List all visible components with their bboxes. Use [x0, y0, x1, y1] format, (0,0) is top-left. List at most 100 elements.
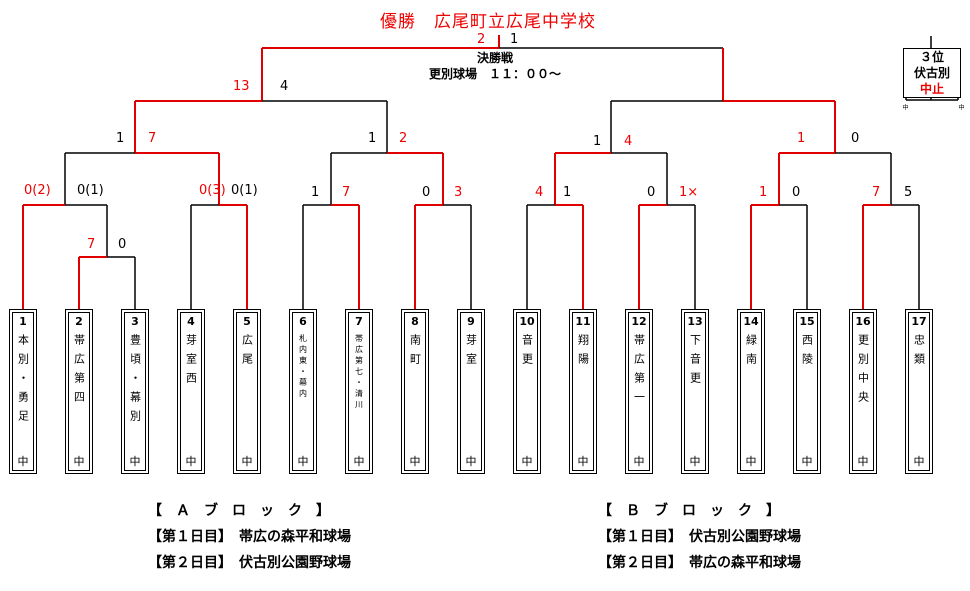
- score-label: 7: [342, 185, 351, 200]
- score-label: 4: [624, 134, 633, 149]
- team-name: 更別中央: [856, 334, 870, 410]
- team-box-7: 7 帯広第七・清川中: [345, 309, 373, 474]
- score-label: 0(1): [77, 183, 104, 198]
- team-number: 14: [743, 315, 759, 328]
- team-number: 12: [631, 315, 647, 328]
- team-name: 西陵: [800, 334, 814, 372]
- score-label: 7: [87, 237, 96, 252]
- third-place-left-label: 中: [901, 104, 908, 110]
- team-box-inner: 17 忠類中: [908, 312, 930, 471]
- team-box-inner: 7 帯広第七・清川中: [348, 312, 370, 471]
- score-label: 0: [647, 185, 656, 200]
- third-place-right-label: 中: [957, 104, 964, 110]
- score-label: 1: [116, 131, 125, 146]
- team-name: 忠類: [912, 334, 926, 372]
- score-label: 7: [148, 131, 157, 146]
- block-a-day1: 【第１日目】 帯広の森平和球場: [148, 529, 351, 545]
- team-number: 7: [355, 315, 363, 328]
- score-label: 1: [797, 131, 806, 146]
- block-b-day1: 【第１日目】 伏古別公園野球場: [598, 529, 801, 545]
- score-label: 1: [311, 185, 320, 200]
- team-number: 11: [575, 315, 591, 328]
- team-suffix: 中: [297, 455, 309, 468]
- team-box-inner: 5 広尾中: [236, 312, 258, 471]
- score-label: 1×: [679, 185, 699, 200]
- score-label: 13: [233, 79, 250, 94]
- team-box-5: 5 広尾中: [233, 309, 261, 474]
- team-box-inner: 11 翔陽中: [572, 312, 594, 471]
- score-label: 2: [399, 131, 408, 146]
- score-label: 0(3): [199, 183, 226, 198]
- team-number: 1: [19, 315, 27, 328]
- team-suffix: 中: [913, 455, 925, 468]
- team-box-inner: 1 本別・勇足中: [12, 312, 34, 471]
- score-label: 1: [510, 32, 519, 47]
- team-box-inner: 12 帯広第一中: [628, 312, 650, 471]
- team-number: 13: [687, 315, 703, 328]
- team-name: 豊頃・幕別: [128, 334, 142, 429]
- team-box-17: 17 忠類中: [905, 309, 933, 474]
- block-a-heading: 【 Ａ ブ ロ ッ ク 】: [148, 503, 330, 519]
- team-suffix: 中: [409, 455, 421, 468]
- team-number: 15: [799, 315, 815, 328]
- team-name: 広尾: [240, 334, 254, 372]
- team-name: 本別・勇足: [16, 334, 30, 429]
- final-label: 決勝戦: [476, 51, 513, 65]
- team-name: 帯広第七・清川: [354, 334, 364, 411]
- team-suffix: 中: [353, 455, 365, 468]
- team-name: 緑南: [744, 334, 758, 372]
- team-suffix: 中: [241, 455, 253, 468]
- team-name: 翔陽: [576, 334, 590, 372]
- team-name: 帯広第一: [632, 334, 646, 410]
- third-place-line2: 伏古別: [913, 66, 950, 80]
- score-label: 0: [851, 131, 860, 146]
- team-suffix: 中: [17, 455, 29, 468]
- team-box-12: 12 帯広第一中: [625, 309, 653, 474]
- team-box-inner: 15 西陵中: [796, 312, 818, 471]
- team-name: 札内東・幕内: [298, 334, 308, 400]
- score-label: 0(2): [24, 183, 51, 198]
- team-number: 5: [243, 315, 251, 328]
- team-suffix: 中: [745, 455, 757, 468]
- team-suffix: 中: [633, 455, 645, 468]
- score-label: 1: [759, 185, 768, 200]
- team-number: 10: [519, 315, 535, 328]
- team-name: 音更: [520, 334, 534, 372]
- team-suffix: 中: [73, 455, 85, 468]
- team-suffix: 中: [857, 455, 869, 468]
- score-label: 1: [593, 134, 602, 149]
- team-name: 芽室西: [184, 334, 198, 391]
- team-box-11: 11 翔陽中: [569, 309, 597, 474]
- block-a: 【 Ａ ブ ロ ッ ク 】 【第１日目】 帯広の森平和球場 【第２日目】 伏古別…: [148, 498, 351, 576]
- score-label: 0: [792, 185, 801, 200]
- team-suffix: 中: [801, 455, 813, 468]
- team-box-1: 1 本別・勇足中: [9, 309, 37, 474]
- team-number: 3: [131, 315, 139, 328]
- score-label: 1: [368, 131, 377, 146]
- champion-title: 優勝 広尾町立広尾中学校: [380, 12, 596, 32]
- team-number: 8: [411, 315, 419, 328]
- score-label: 2: [477, 32, 486, 47]
- block-b-heading: 【 Ｂ ブ ロ ッ ク 】: [598, 503, 780, 519]
- third-place-box: ３位 伏古別 中止: [903, 48, 961, 98]
- third-place-status: 中止: [919, 82, 944, 96]
- team-number: 17: [911, 315, 927, 328]
- score-label: 0: [118, 237, 127, 252]
- team-name: 帯広第四: [72, 334, 86, 410]
- team-suffix: 中: [577, 455, 589, 468]
- score-label: 0(1): [231, 183, 258, 198]
